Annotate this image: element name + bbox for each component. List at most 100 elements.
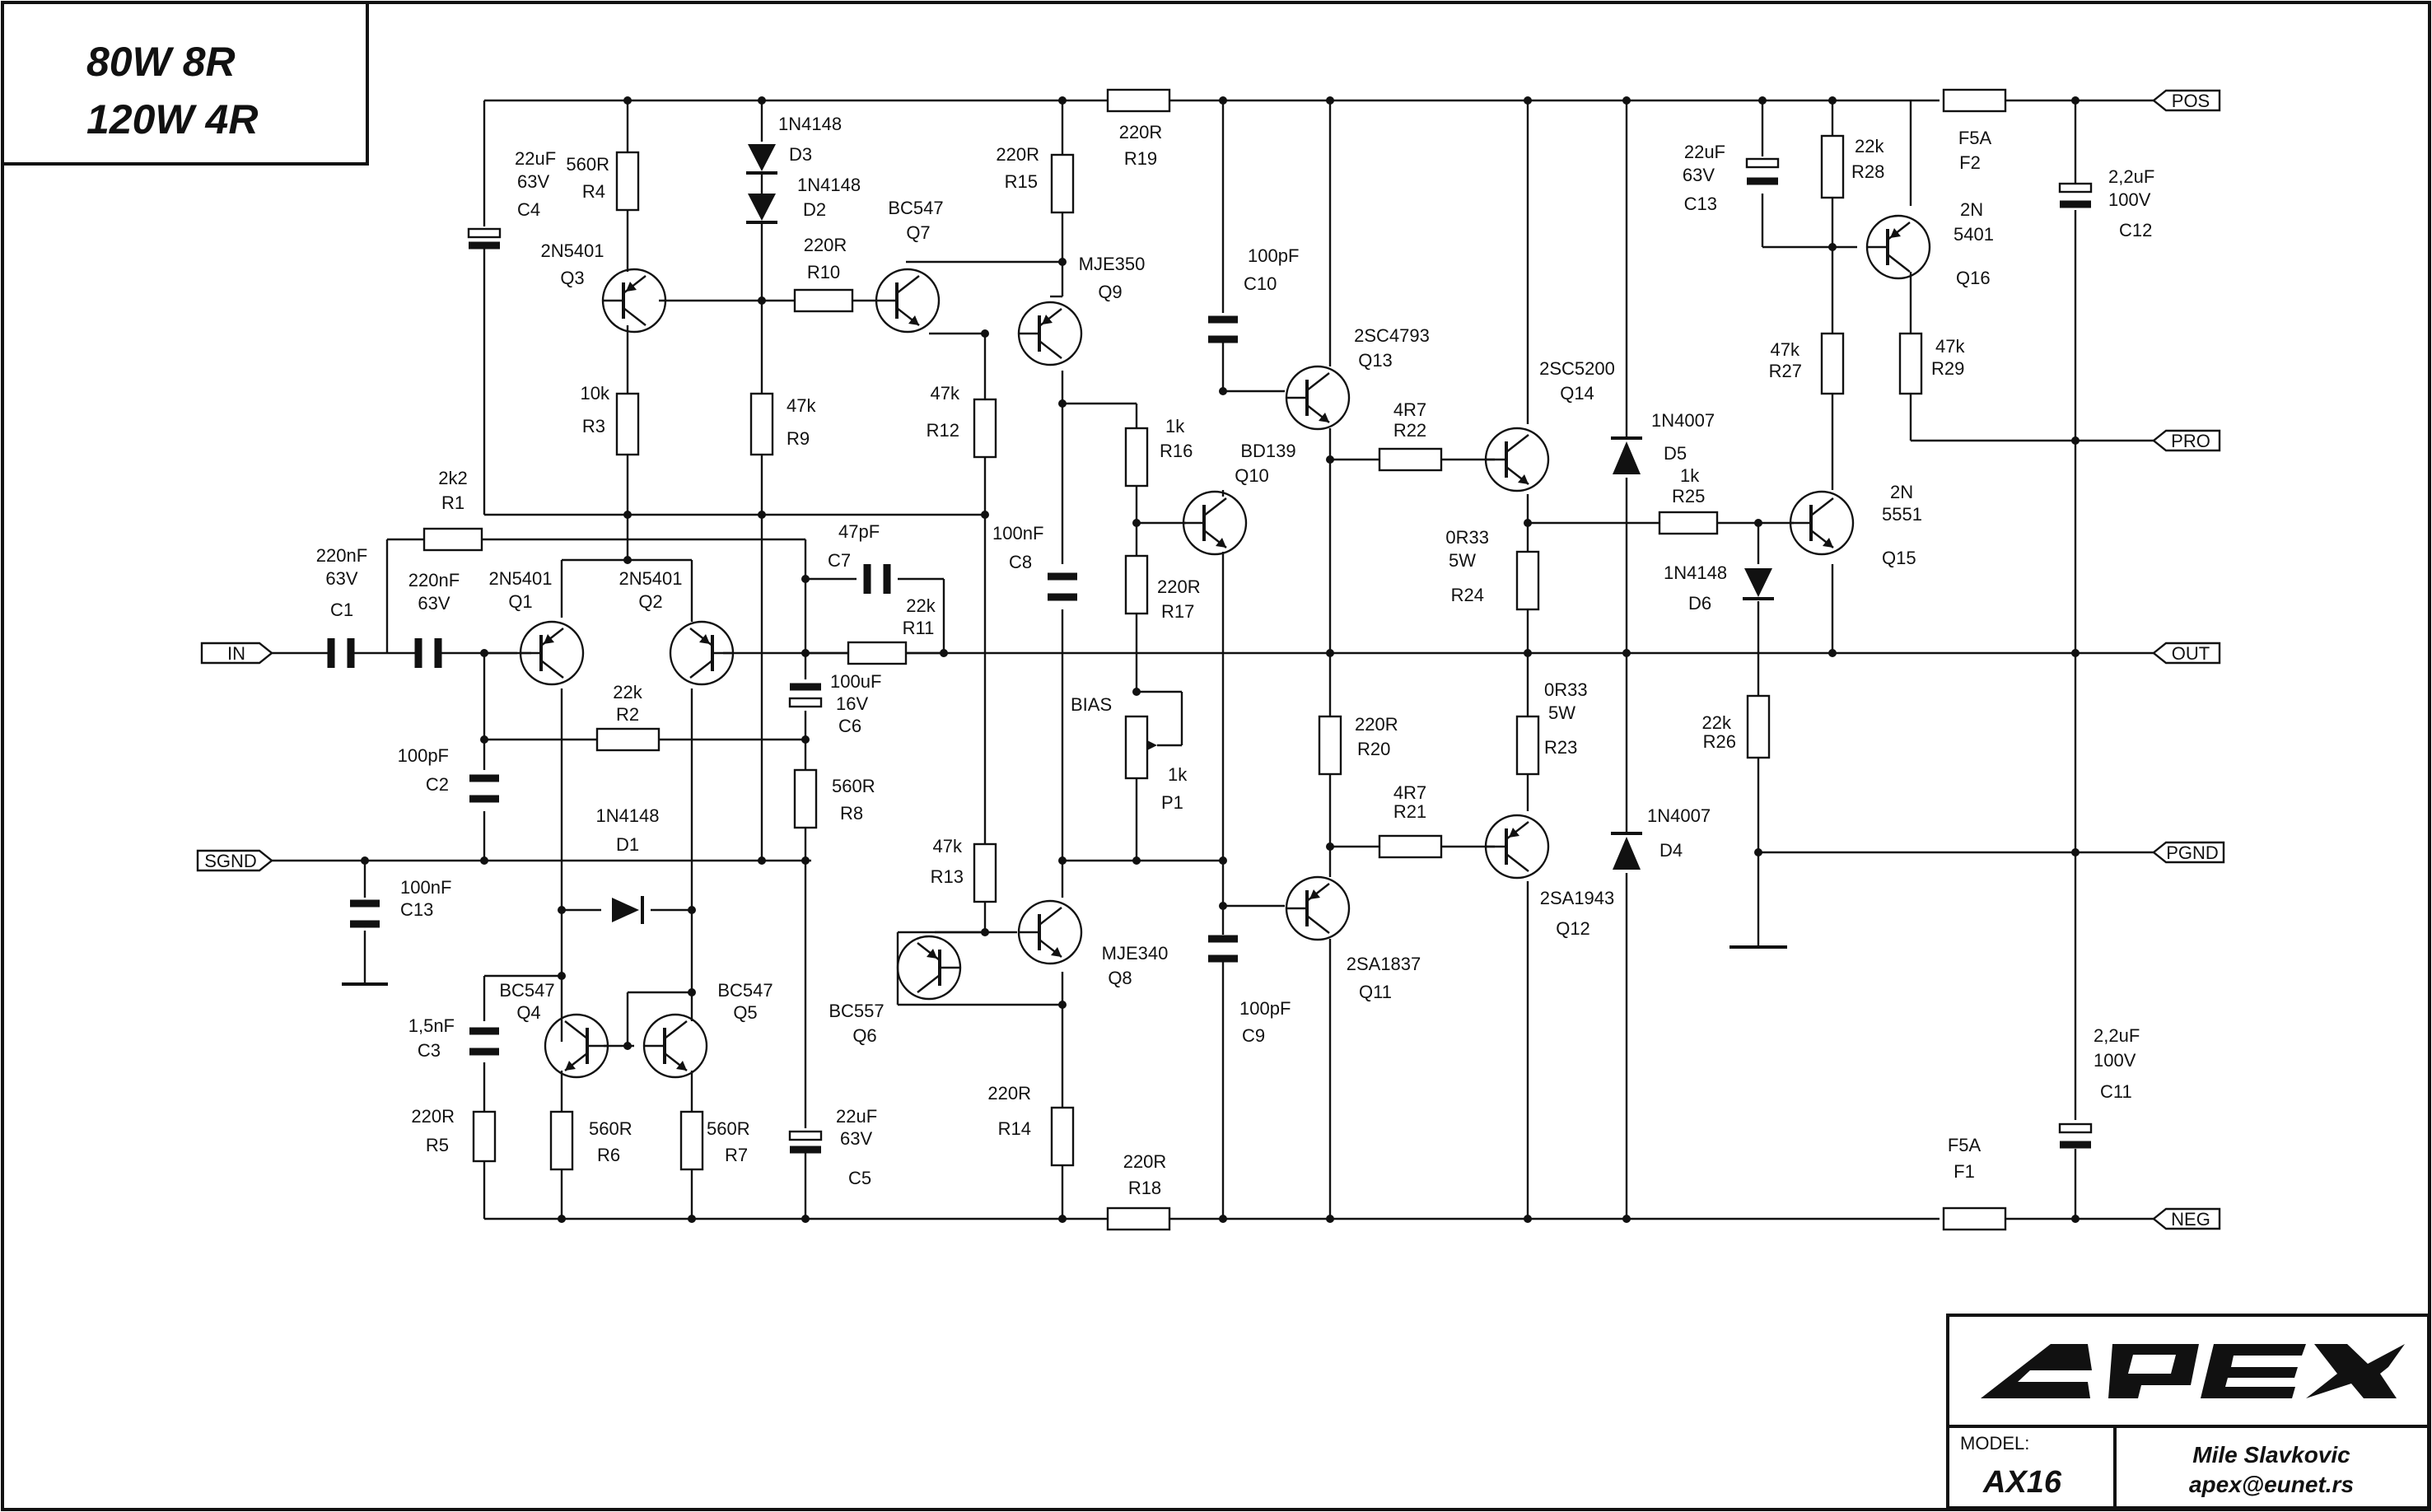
- svg-text:1k: 1k: [1680, 465, 1700, 486]
- svg-text:MJE340: MJE340: [1102, 943, 1169, 964]
- svg-text:MJE350: MJE350: [1079, 254, 1146, 274]
- port-pro: PRO: [2152, 429, 2221, 452]
- svg-text:Q14: Q14: [1560, 383, 1594, 404]
- svg-text:560R: 560R: [589, 1118, 633, 1139]
- svg-text:1k: 1k: [1165, 416, 1185, 436]
- port-out: OUT: [2152, 642, 2221, 665]
- svg-text:2N5401: 2N5401: [488, 568, 552, 589]
- resistor-r27: 47k R27: [1769, 332, 1845, 395]
- svg-text:100nF: 100nF: [992, 523, 1043, 544]
- svg-text:22k: 22k: [1702, 712, 1732, 733]
- svg-text:2,2uF: 2,2uF: [2094, 1025, 2140, 1046]
- capacitor-c4: 22uF 63V C4: [467, 148, 556, 250]
- resistor-r6: 560R R6: [549, 1110, 633, 1171]
- transistor-q7: BC547 Q7: [875, 198, 944, 334]
- svg-text:220R: 220R: [1119, 122, 1163, 142]
- resistor-r22: 4R7 R22: [1378, 399, 1443, 472]
- resistor-r7: 560R R7: [679, 1110, 750, 1171]
- svg-text:2N5401: 2N5401: [540, 240, 604, 261]
- svg-text:5W: 5W: [1449, 550, 1476, 571]
- svg-text:Q11: Q11: [1359, 982, 1392, 1002]
- transistor-q4: BC547 Q4: [499, 980, 609, 1079]
- svg-text:R1: R1: [441, 492, 464, 513]
- svg-text:2N: 2N: [1890, 482, 1913, 502]
- svg-text:R8: R8: [840, 803, 863, 824]
- resistor-r12: 47k R12: [927, 383, 997, 459]
- svg-text:220R: 220R: [411, 1106, 455, 1127]
- svg-text:R12: R12: [927, 420, 959, 441]
- svg-text:R2: R2: [616, 704, 639, 725]
- svg-text:2,2uF: 2,2uF: [2108, 166, 2154, 187]
- potentiometer-p1: BIAS 1k P1: [1071, 694, 1188, 813]
- svg-text:22k: 22k: [906, 595, 936, 616]
- svg-text:100pF: 100pF: [398, 745, 449, 766]
- port-pgnd: PGND: [2152, 841, 2225, 864]
- svg-text:R22: R22: [1393, 420, 1426, 441]
- svg-text:R26: R26: [1703, 731, 1736, 752]
- svg-text:2N: 2N: [1960, 199, 1983, 220]
- svg-text:220R: 220R: [987, 1083, 1031, 1104]
- resistor-r8: 560R R8: [793, 768, 875, 829]
- svg-text:D6: D6: [1688, 593, 1711, 614]
- transistor-q10: BD139 Q10: [1182, 441, 1296, 556]
- svg-text:F5A: F5A: [1958, 128, 1992, 148]
- capacitor-c8: 100nF C8: [992, 523, 1077, 601]
- svg-text:63V: 63V: [418, 593, 450, 614]
- diode-d4: 1N4007 D4: [1611, 805, 1711, 870]
- svg-text:C1: C1: [330, 600, 353, 620]
- resistor-r3: 10k R3: [581, 383, 640, 456]
- fuse-f2: F5A F2: [1942, 88, 2007, 173]
- svg-text:Q8: Q8: [1108, 968, 1132, 988]
- svg-text:Q16: Q16: [1956, 268, 1991, 288]
- resistor-r21: 4R7 R21: [1378, 782, 1443, 859]
- svg-text:C8: C8: [1009, 552, 1032, 572]
- svg-text:220nF: 220nF: [408, 570, 460, 590]
- resistor-r11: 22k R11: [847, 595, 936, 665]
- port-pgnd-label: PGND: [2166, 842, 2219, 863]
- svg-text:Q13: Q13: [1358, 350, 1393, 371]
- diode-d6: 1N4148 D6: [1664, 562, 1774, 614]
- svg-text:BC547: BC547: [888, 198, 943, 218]
- fuse-f1: F5A F1: [1942, 1135, 2007, 1231]
- resistor-r25: 1k R25: [1658, 465, 1719, 535]
- transistor-q3: 2N5401 Q3: [540, 240, 667, 334]
- resistor-r17: 220R R17: [1124, 554, 1201, 622]
- author-email: apex@eunet.rs: [2189, 1472, 2354, 1497]
- capacitor-c2: 100pF C2: [398, 745, 499, 803]
- transistor-q2: 2N5401 Q2: [619, 568, 735, 686]
- capacitor-c3: 1,5nF C3: [408, 1015, 499, 1061]
- svg-text:Q10: Q10: [1235, 465, 1269, 486]
- resistor-r15: 220R R15: [996, 144, 1075, 214]
- svg-text:47k: 47k: [1771, 339, 1800, 360]
- svg-text:Q3: Q3: [560, 268, 584, 288]
- transistor-q14: 2SC5200 Q14: [1484, 358, 1615, 492]
- svg-text:1,5nF: 1,5nF: [408, 1015, 455, 1036]
- transistor-q8: MJE340 Q8: [1017, 899, 1169, 988]
- svg-text:100V: 100V: [2094, 1050, 2136, 1071]
- svg-text:C9: C9: [1242, 1025, 1265, 1046]
- svg-text:100nF: 100nF: [400, 877, 451, 898]
- svg-text:560R: 560R: [566, 154, 609, 175]
- svg-text:100pF: 100pF: [1239, 998, 1291, 1019]
- svg-text:Q4: Q4: [516, 1002, 540, 1023]
- svg-text:C11: C11: [2100, 1081, 2132, 1102]
- resistor-r5: 220R R5: [411, 1106, 497, 1163]
- svg-text:R4: R4: [582, 181, 605, 202]
- diode-d5: 1N4007 D5: [1611, 410, 1715, 474]
- resistor-r9: 47k R9: [749, 392, 816, 456]
- svg-text:R6: R6: [597, 1145, 620, 1165]
- svg-text:63V: 63V: [840, 1128, 872, 1149]
- svg-text:Q2: Q2: [638, 591, 662, 612]
- svg-text:C6: C6: [838, 716, 861, 736]
- resistor-r23: 0R33 5W R23: [1515, 679, 1588, 776]
- resistor-r19: 220R R19: [1106, 88, 1171, 169]
- transistor-q15: 2N 5551 Q15: [1789, 482, 1922, 568]
- svg-text:Q1: Q1: [508, 591, 532, 612]
- svg-text:5551: 5551: [1882, 504, 1922, 525]
- capacitor-c11: 2,2uF 100V C11: [2058, 1025, 2140, 1149]
- svg-text:220R: 220R: [1355, 714, 1398, 735]
- svg-text:Q6: Q6: [852, 1025, 876, 1046]
- svg-text:2k2: 2k2: [438, 468, 467, 488]
- svg-text:0R33: 0R33: [1544, 679, 1588, 700]
